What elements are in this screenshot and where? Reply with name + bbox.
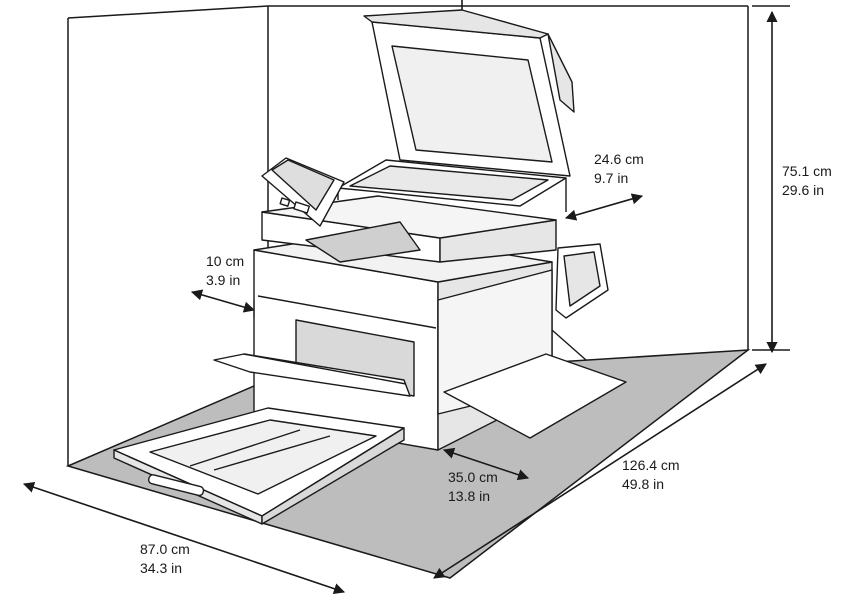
front-clearance-metric: 35.0 cm bbox=[448, 469, 498, 485]
rear-clearance-label: 24.6 cm 9.7 in bbox=[594, 150, 644, 188]
depth-imperial: 49.8 in bbox=[622, 476, 665, 492]
width-imperial: 34.3 in bbox=[140, 560, 183, 576]
rear-clearance-metric: 24.6 cm bbox=[594, 151, 644, 167]
depth-arrow bbox=[433, 363, 767, 579]
side-clearance-label: 10 cm 3.9 in bbox=[206, 252, 244, 290]
side-clearance-arrow bbox=[190, 289, 256, 313]
dimension-lines bbox=[22, 0, 790, 595]
front-clearance-imperial: 13.8 in bbox=[448, 488, 491, 504]
width-metric: 87.0 cm bbox=[140, 541, 190, 557]
front-clearance-label: 35.0 cm 13.8 in bbox=[448, 468, 498, 506]
side-clearance-metric: 10 cm bbox=[206, 253, 245, 269]
side-clearance-imperial: 3.9 in bbox=[206, 272, 241, 288]
rear-clearance-arrow bbox=[564, 193, 644, 221]
height-label: 75.1 cm 29.6 in bbox=[782, 162, 832, 200]
front-clearance-arrow bbox=[442, 447, 530, 481]
printer-illustration bbox=[113, 9, 627, 525]
width-arrow bbox=[22, 481, 346, 595]
height-imperial: 29.6 in bbox=[782, 182, 825, 198]
width-label: 87.0 cm 34.3 in bbox=[140, 540, 190, 578]
height-metric: 75.1 cm bbox=[782, 163, 832, 179]
depth-metric: 126.4 cm bbox=[622, 457, 680, 473]
rear-clearance-imperial: 9.7 in bbox=[594, 170, 629, 186]
depth-label: 126.4 cm 49.8 in bbox=[622, 456, 680, 494]
